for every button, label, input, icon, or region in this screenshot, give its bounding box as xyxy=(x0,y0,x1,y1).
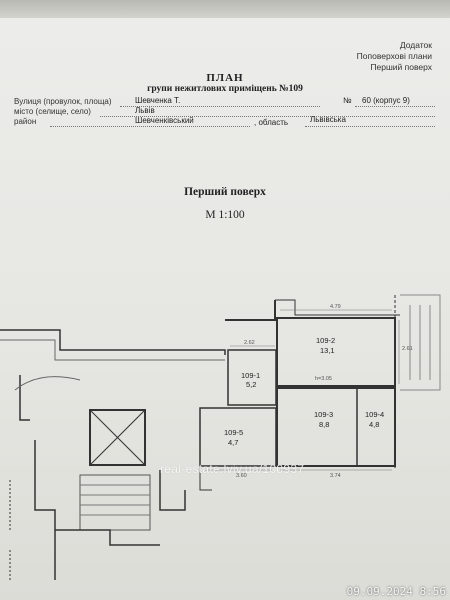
room-109-2-height: h=3.05 xyxy=(315,376,332,382)
region-label: , область xyxy=(254,118,289,127)
room-109-3-area: 8,8 xyxy=(319,420,329,429)
room-109-1-id: 109-1 xyxy=(241,371,260,380)
annex-block: Додаток Поповерхові плани Перший поверх xyxy=(322,40,432,73)
plan-subtitle: групи нежитлових приміщень №109 xyxy=(147,84,303,94)
number-label: № xyxy=(343,96,352,105)
room-109-2-id: 109-2 xyxy=(316,336,335,345)
dimension-109-1: 2.62 xyxy=(244,340,255,346)
number-value: 60 (корпус 9) xyxy=(362,96,410,105)
plan-title: ПЛАН xyxy=(206,72,244,84)
district-label: район xyxy=(14,117,37,126)
dimension-109-3: 3.74 xyxy=(330,473,341,479)
city-value: Львів xyxy=(135,106,155,115)
annex-line-2: Поповерхові плани xyxy=(356,51,432,61)
region-value: Львівська xyxy=(310,115,346,124)
district-line xyxy=(50,126,250,127)
room-109-4-area: 4,8 xyxy=(369,420,379,429)
watermark: real-estate.lviv.ua/100937 xyxy=(160,462,305,476)
street-line xyxy=(120,106,320,107)
number-line xyxy=(355,106,435,107)
floor-plan: 109-2 13,1 h=3.05 109-1 5,2 109-3 8,8 10… xyxy=(0,294,441,580)
street-label: Вулиця (провулок, площа) xyxy=(14,97,112,106)
photo-timestamp: 09.09.2024 8:56 xyxy=(346,585,446,598)
city-line xyxy=(100,116,435,117)
room-109-5-id: 109-5 xyxy=(224,428,243,437)
page-edge-shadow xyxy=(0,0,450,22)
street-value: Шевченка Т. xyxy=(135,96,181,105)
annex-line-3: Перший поверх xyxy=(370,62,432,72)
room-109-5-area: 4,7 xyxy=(228,438,238,447)
dimension-109-5: 3.60 xyxy=(236,473,247,479)
floor-scale: М 1:100 xyxy=(205,209,245,221)
document-sheet xyxy=(0,18,450,600)
room-109-2-area: 13,1 xyxy=(320,346,335,355)
dimension-top: 4.79 xyxy=(330,304,341,310)
dimension-109-2-side: 2.61 xyxy=(402,346,413,352)
floor-title: Перший поверх xyxy=(184,186,266,198)
room-109-3-id: 109-3 xyxy=(314,410,333,419)
district-value: Шевченківський xyxy=(135,116,194,125)
region-line xyxy=(305,126,435,127)
room-109-1-area: 5,2 xyxy=(246,380,256,389)
city-label: місто (селище, село) xyxy=(14,107,91,116)
room-109-4-id: 109-4 xyxy=(365,410,384,419)
annex-line-1: Додаток xyxy=(399,40,432,50)
